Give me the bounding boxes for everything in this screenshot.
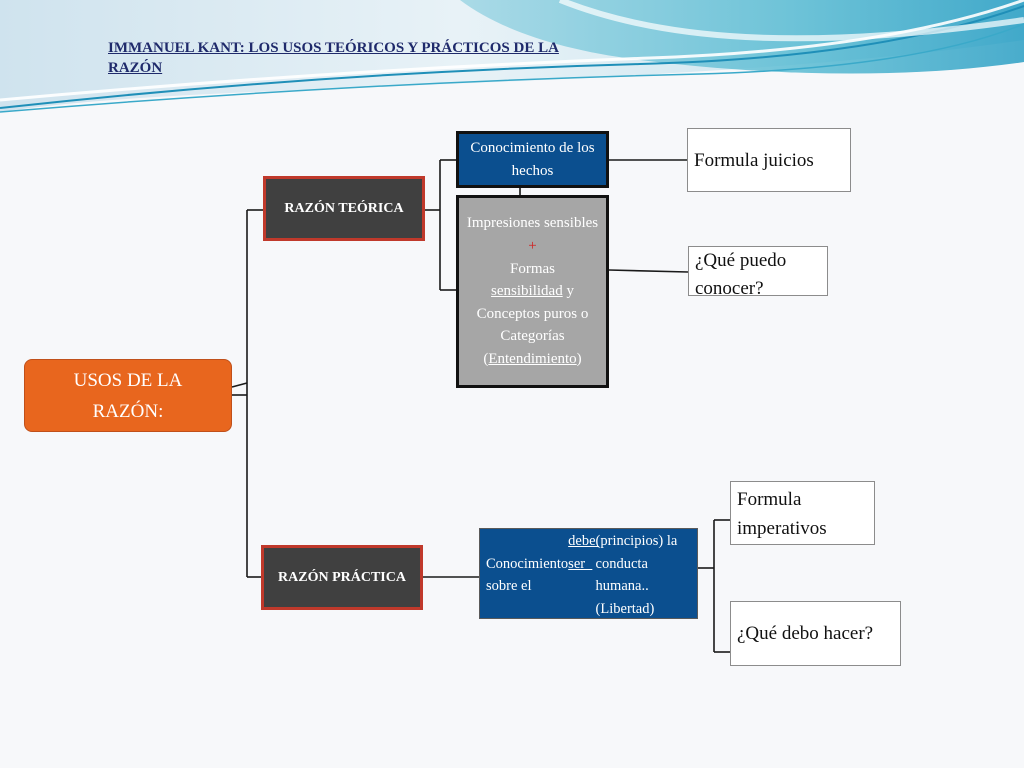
conceptos-line: Conceptos puros o Categorías [476,305,589,345]
formas-line: Formas sensibilidad y [491,260,574,300]
razon-practica-node: RAZÓN PRÁCTICA [261,545,423,610]
entendimiento-line: (Entendimiento) [483,350,582,367]
impresiones-sensibles-node: Impresiones sensibles + Formas sensibili… [456,195,609,388]
conocimiento-debe-post: (principios) la conducta humana.. (Liber… [595,533,681,617]
y-word: y [562,283,574,300]
formula-juicios-box: Formula juicios [687,128,851,192]
conocimiento-debe-pre: Conocimiento sobre el [486,533,576,595]
conocimiento-debe-ser-node: Conocimiento sobre el debe ser (principi… [479,528,698,619]
que-puedo-conocer-box: ¿Qué puedo conocer? [688,246,828,299]
formula-imperativos-box: Formula imperativos [730,481,875,545]
impresiones-line: Impresiones sensibles [466,215,599,232]
sensibilidad-word: sensibilidad [491,283,563,300]
debe-ser-word: debe ser [568,533,600,572]
que-debo-hacer-box: ¿Qué debo hacer? [730,601,901,666]
plus-sign: + [528,238,537,255]
usos-de-la-razon-node: USOS DE LA RAZÓN: [24,359,232,432]
razon-teorica-node: RAZÓN TEÓRICA [263,176,425,241]
conocimiento-hechos-node: Conocimiento de los hechos [456,131,609,188]
entendimiento-word: Entendimiento [488,350,577,367]
slide-title: IMMANUEL KANT: LOS USOS TEÓRICOS Y PRÁCT… [108,40,559,76]
header-wave-background [0,0,1024,130]
